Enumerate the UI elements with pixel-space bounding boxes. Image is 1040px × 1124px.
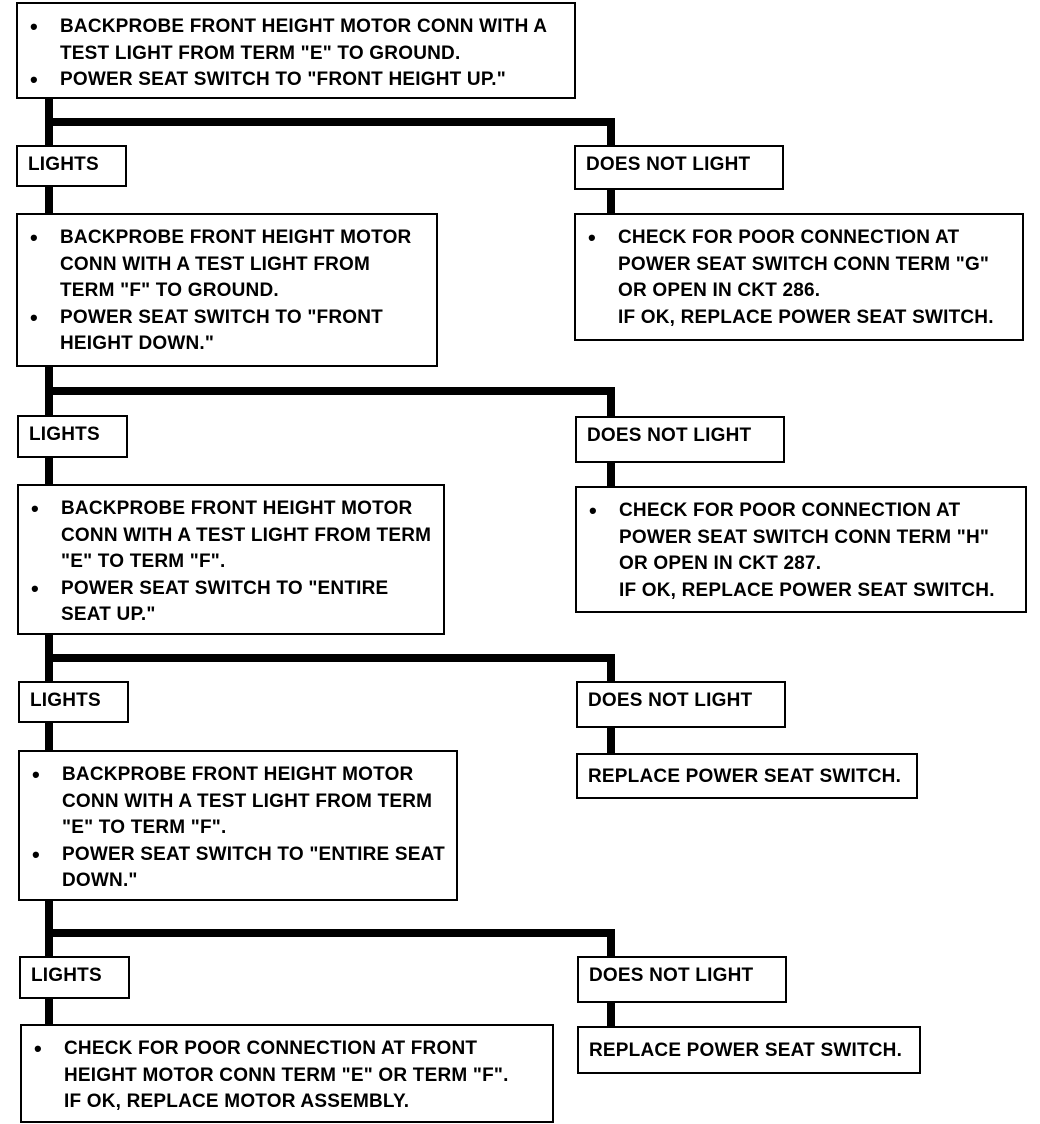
connector-lights-4 <box>45 997 53 1026</box>
result-box-3: REPLACE POWER SEAT SWITCH. <box>576 753 918 799</box>
step-box-4: BACKPROBE FRONT HEIGHT MOTOR CONN WITH A… <box>18 750 458 901</box>
step-4-bullet-2: POWER SEAT SWITCH TO "ENTIRE SEAT DOWN." <box>30 842 446 895</box>
does-not-light-label-1: DOES NOT LIGHT <box>574 145 784 190</box>
lights-label-3: LIGHTS <box>18 681 129 723</box>
step-4-bullet-1: BACKPROBE FRONT HEIGHT MOTOR CONN WITH A… <box>30 762 446 842</box>
connector-lights-2 <box>45 456 53 486</box>
connector-dnl-3 <box>607 727 615 755</box>
connector-drop-right-2 <box>607 387 615 417</box>
connector-branch-2 <box>45 387 615 395</box>
step-box-3: BACKPROBE FRONT HEIGHT MOTOR CONN WITH A… <box>17 484 445 635</box>
step-box-5: CHECK FOR POOR CONNECTION AT FRONT HEIGH… <box>20 1024 554 1123</box>
step-box-2: BACKPROBE FRONT HEIGHT MOTOR CONN WITH A… <box>16 213 438 367</box>
result-1-bullet-1: CHECK FOR POOR CONNECTION AT POWER SEAT … <box>586 225 1012 305</box>
step-5-bullet-1: CHECK FOR POOR CONNECTION AT FRONT HEIGH… <box>32 1036 542 1089</box>
step-3-bullet-2: POWER SEAT SWITCH TO "ENTIRE SEAT UP." <box>29 576 433 629</box>
step-box-1: BACKPROBE FRONT HEIGHT MOTOR CONN WITH A… <box>16 2 576 99</box>
does-not-light-label-3: DOES NOT LIGHT <box>576 681 786 728</box>
connector-branch-1 <box>45 118 615 126</box>
connector-drop-right-4 <box>607 929 615 959</box>
does-not-light-label-4: DOES NOT LIGHT <box>577 956 787 1003</box>
connector-lights-1 <box>45 185 53 215</box>
connector-dnl-4 <box>607 1001 615 1028</box>
connector-drop-right-3 <box>607 654 615 682</box>
connector-dnl-1 <box>607 188 615 215</box>
lights-label-4: LIGHTS <box>19 956 130 999</box>
step-3-bullet-1: BACKPROBE FRONT HEIGHT MOTOR CONN WITH A… <box>29 496 433 576</box>
result-2-note: IF OK, REPLACE POWER SEAT SWITCH. <box>619 579 995 601</box>
step-2-bullet-1: BACKPROBE FRONT HEIGHT MOTOR CONN WITH A… <box>28 225 426 305</box>
step-1-bullet-1: BACKPROBE FRONT HEIGHT MOTOR CONN WITH A… <box>28 14 564 67</box>
step-5-note: IF OK, REPLACE MOTOR ASSEMBLY. <box>64 1091 410 1112</box>
connector-dnl-2 <box>607 462 615 488</box>
does-not-light-label-2: DOES NOT LIGHT <box>575 416 785 463</box>
result-box-2: CHECK FOR POOR CONNECTION AT POWER SEAT … <box>575 486 1027 613</box>
lights-label-1: LIGHTS <box>16 145 127 187</box>
connector-drop-right-1 <box>607 118 615 146</box>
connector-branch-3 <box>45 654 615 662</box>
result-1-note: IF OK, REPLACE POWER SEAT SWITCH. <box>618 306 994 328</box>
step-1-bullet-2: POWER SEAT SWITCH TO "FRONT HEIGHT UP." <box>28 67 564 94</box>
result-box-1: CHECK FOR POOR CONNECTION AT POWER SEAT … <box>574 213 1024 341</box>
step-2-bullet-2: POWER SEAT SWITCH TO "FRONT HEIGHT DOWN.… <box>28 305 426 358</box>
result-2-bullet-1: CHECK FOR POOR CONNECTION AT POWER SEAT … <box>587 498 1015 578</box>
connector-branch-4 <box>45 929 615 937</box>
result-box-4: REPLACE POWER SEAT SWITCH. <box>577 1026 921 1074</box>
lights-label-2: LIGHTS <box>17 415 128 458</box>
connector-lights-3 <box>45 721 53 752</box>
